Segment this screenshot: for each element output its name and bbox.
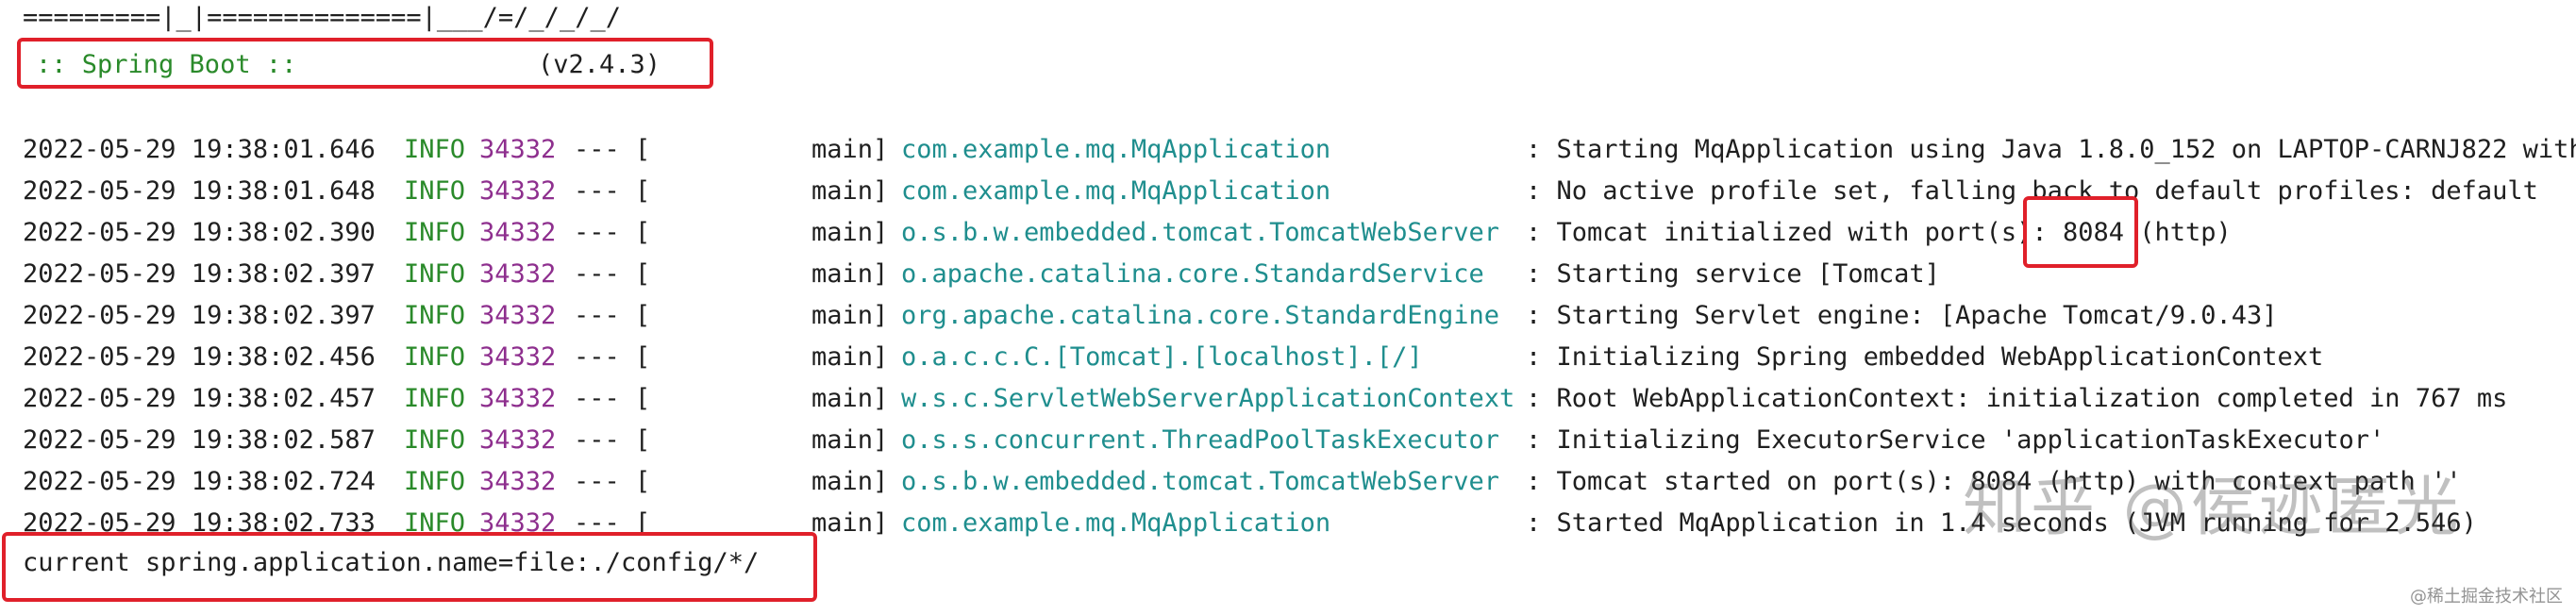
log-logger: o.a.c.c.C.[Tomcat].[localhost].[/]	[901, 342, 1423, 372]
log-pid: 34332	[479, 384, 557, 413]
current-app-name-output: current spring.application.name=file:./c…	[23, 548, 760, 577]
log-thread: main]	[811, 384, 889, 413]
log-separator: --- [	[574, 467, 651, 496]
log-pid: 34332	[479, 218, 557, 247]
log-row: 2022-05-29 19:38:02.456 INFO 34332 --- [ mai…	[0, 337, 2576, 378]
log-row: 2022-05-29 19:38:02.390 INFO 34332 --- [ mai…	[0, 212, 2576, 254]
juejin-watermark: @稀土掘金技术社区	[2410, 587, 2563, 607]
log-level: INFO	[404, 467, 466, 496]
log-row: 2022-05-29 19:38:02.724 INFO 34332 --- [ mai…	[0, 461, 2576, 503]
log-timestamp: 2022-05-29 19:38:02.456	[23, 342, 376, 372]
spring-boot-label: :: Spring Boot ::	[36, 50, 297, 79]
log-message: : Starting Servlet engine: [Apache Tomca…	[1526, 301, 2278, 330]
log-thread: main]	[811, 218, 889, 247]
log-row: 2022-05-29 19:38:02.587 INFO 34332 --- [ mai…	[0, 420, 2576, 461]
port-highlight	[2023, 196, 2138, 268]
zhihu-watermark: 知乎 @侯迹匿光	[1963, 471, 2463, 545]
log-thread: main]	[811, 135, 889, 164]
log-pid: 34332	[479, 259, 557, 289]
log-timestamp: 2022-05-29 19:38:02.457	[23, 384, 376, 413]
log-message: : Tomcat initialized with port(s): 8084 …	[1526, 218, 2232, 247]
log-message: : Root WebApplicationContext: initializa…	[1526, 384, 2508, 413]
log-separator: --- [	[574, 342, 651, 372]
log-separator: --- [	[574, 384, 651, 413]
log-level: INFO	[404, 301, 466, 330]
log-thread: main]	[811, 259, 889, 289]
log-row: 2022-05-29 19:38:02.397 INFO 34332 --- [ mai…	[0, 295, 2576, 337]
spring-boot-version-highlight	[17, 38, 713, 89]
log-thread: main]	[811, 425, 889, 455]
current-app-name-highlight	[2, 532, 817, 602]
log-logger: o.apache.catalina.core.StandardService	[901, 259, 1484, 289]
log-separator: --- [	[574, 135, 651, 164]
log-row: 2022-05-29 19:38:02.397 INFO 34332 --- [ mai…	[0, 254, 2576, 295]
log-message: : Tomcat started on port(s): 8084 (http)…	[1526, 467, 2462, 496]
log-level: INFO	[404, 218, 466, 247]
log-level: INFO	[404, 342, 466, 372]
log-message: : Initializing ExecutorService 'applicat…	[1526, 425, 2385, 455]
log-logger: o.s.s.concurrent.ThreadPoolTaskExecutor	[901, 425, 1499, 455]
log-pid: 34332	[479, 135, 557, 164]
log-timestamp: 2022-05-29 19:38:02.397	[23, 259, 376, 289]
log-thread: main]	[811, 508, 889, 538]
log-row: 2022-05-29 19:38:01.646 INFO 34332 --- [ mai…	[0, 129, 2576, 171]
log-level: INFO	[404, 135, 466, 164]
log-message: : Starting MqApplication using Java 1.8.…	[1526, 135, 2576, 164]
log-timestamp: 2022-05-29 19:38:02.587	[23, 425, 376, 455]
log-timestamp: 2022-05-29 19:38:01.648	[23, 176, 376, 206]
log-timestamp: 2022-05-29 19:38:02.390	[23, 218, 376, 247]
log-separator: --- [	[574, 301, 651, 330]
log-logger: com.example.mq.MqApplication	[901, 508, 1331, 538]
log-separator: --- [	[574, 218, 651, 247]
log-thread: main]	[811, 301, 889, 330]
log-level: INFO	[404, 259, 466, 289]
log-pid: 34332	[479, 176, 557, 206]
log-logger: w.s.c.ServletWebServerApplicationContext	[901, 384, 1515, 413]
log-pid: 34332	[479, 301, 557, 330]
log-timestamp: 2022-05-29 19:38:02.397	[23, 301, 376, 330]
log-level: INFO	[404, 425, 466, 455]
log-message: : No active profile set, falling back to…	[1526, 176, 2538, 206]
log-separator: --- [	[574, 176, 651, 206]
banner-ascii-line: =========|_|==============|___/=/_/_/_/	[23, 3, 621, 32]
log-logger: o.s.b.w.embedded.tomcat.TomcatWebServer	[901, 467, 1499, 496]
log-message: : Starting service [Tomcat]	[1526, 259, 1940, 289]
log-pid: 34332	[479, 467, 557, 496]
log-pid: 34332	[479, 425, 557, 455]
log-message: : Started MqApplication in 1.4 seconds (…	[1526, 508, 2477, 538]
log-logger: o.s.b.w.embedded.tomcat.TomcatWebServer	[901, 218, 1499, 247]
log-timestamp: 2022-05-29 19:38:02.724	[23, 467, 376, 496]
log-message: : Initializing Spring embedded WebApplic…	[1526, 342, 2324, 372]
log-separator: --- [	[574, 259, 651, 289]
log-logger: org.apache.catalina.core.StandardEngine	[901, 301, 1499, 330]
log-row: 2022-05-29 19:38:02.457 INFO 34332 --- [ mai…	[0, 378, 2576, 420]
log-pid: 34332	[479, 342, 557, 372]
log-level: INFO	[404, 176, 466, 206]
spring-boot-version: (v2.4.3)	[538, 50, 661, 79]
log-level: INFO	[404, 384, 466, 413]
log-timestamp: 2022-05-29 19:38:01.646	[23, 135, 376, 164]
log-thread: main]	[811, 342, 889, 372]
log-separator: --- [	[574, 425, 651, 455]
log-logger: com.example.mq.MqApplication	[901, 135, 1331, 164]
log-thread: main]	[811, 467, 889, 496]
log-thread: main]	[811, 176, 889, 206]
log-logger: com.example.mq.MqApplication	[901, 176, 1331, 206]
log-row: 2022-05-29 19:38:01.648 INFO 34332 --- [ mai…	[0, 171, 2576, 212]
